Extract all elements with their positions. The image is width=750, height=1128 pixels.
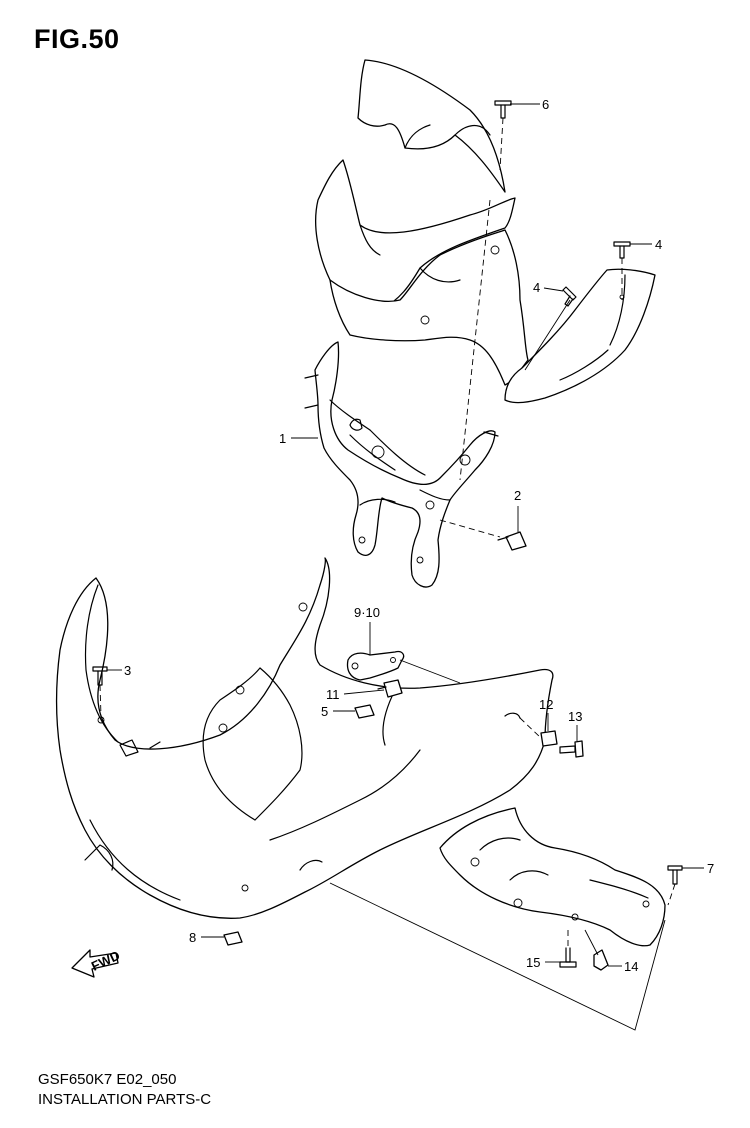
nut-5 — [354, 704, 375, 719]
under-cover-part — [439, 807, 666, 947]
right-side-panel — [504, 268, 656, 404]
upper-cover-part — [315, 59, 529, 386]
bolt-2 — [497, 531, 527, 551]
clip-14 — [593, 949, 609, 971]
bolt-15 — [559, 947, 577, 968]
callout-11: 11 — [326, 687, 340, 702]
callout-6: 6 — [542, 97, 549, 112]
screw-13 — [559, 740, 584, 758]
assembly-line-12 — [519, 717, 542, 739]
assembly-line-7 — [667, 883, 676, 906]
leader-lines — [107, 103, 704, 967]
screw-4-upper — [613, 241, 631, 259]
assembly-line-2 — [439, 519, 501, 538]
callout-7: 7 — [707, 861, 714, 876]
reference-line-1 — [329, 882, 666, 1031]
figure-title: FIG.50 — [34, 24, 120, 54]
callout-3: 3 — [124, 663, 131, 678]
screw-6 — [494, 100, 512, 119]
fwd-arrow-icon: FWD — [71, 948, 122, 978]
assembly-line-3 — [99, 684, 102, 717]
assembly-line-6 — [499, 117, 504, 171]
callout-12: 12 — [539, 697, 553, 712]
lower-cowling-part — [55, 557, 554, 919]
spacer-12 — [540, 730, 558, 747]
callout-2: 2 — [514, 488, 521, 503]
callout-15: 15 — [526, 955, 540, 970]
assembly-line-main — [459, 199, 491, 481]
fwd-label: FWD — [89, 948, 122, 974]
callout-5: 5 — [321, 704, 328, 719]
screw-4-lower — [562, 286, 577, 307]
cowl-bracket-part — [304, 341, 499, 588]
nut-8 — [223, 931, 243, 946]
bracket-9-10-part — [346, 650, 405, 681]
callout-1: 1 — [279, 431, 286, 446]
callout-9-10: 9·10 — [354, 605, 380, 620]
model-code: GSF650K7 E02_050 — [38, 1071, 177, 1088]
callout-4-upper: 4 — [655, 237, 662, 252]
reference-line-2 — [524, 299, 571, 371]
callout-13: 13 — [568, 709, 582, 724]
section-title: INSTALLATION PARTS-C — [38, 1091, 212, 1108]
reference-line-3 — [399, 659, 461, 684]
screw-7 — [667, 865, 683, 885]
callout-8: 8 — [189, 930, 196, 945]
callout-14: 14 — [624, 959, 638, 974]
bolt-11 — [377, 679, 403, 698]
callout-4-lower: 4 — [533, 280, 540, 295]
